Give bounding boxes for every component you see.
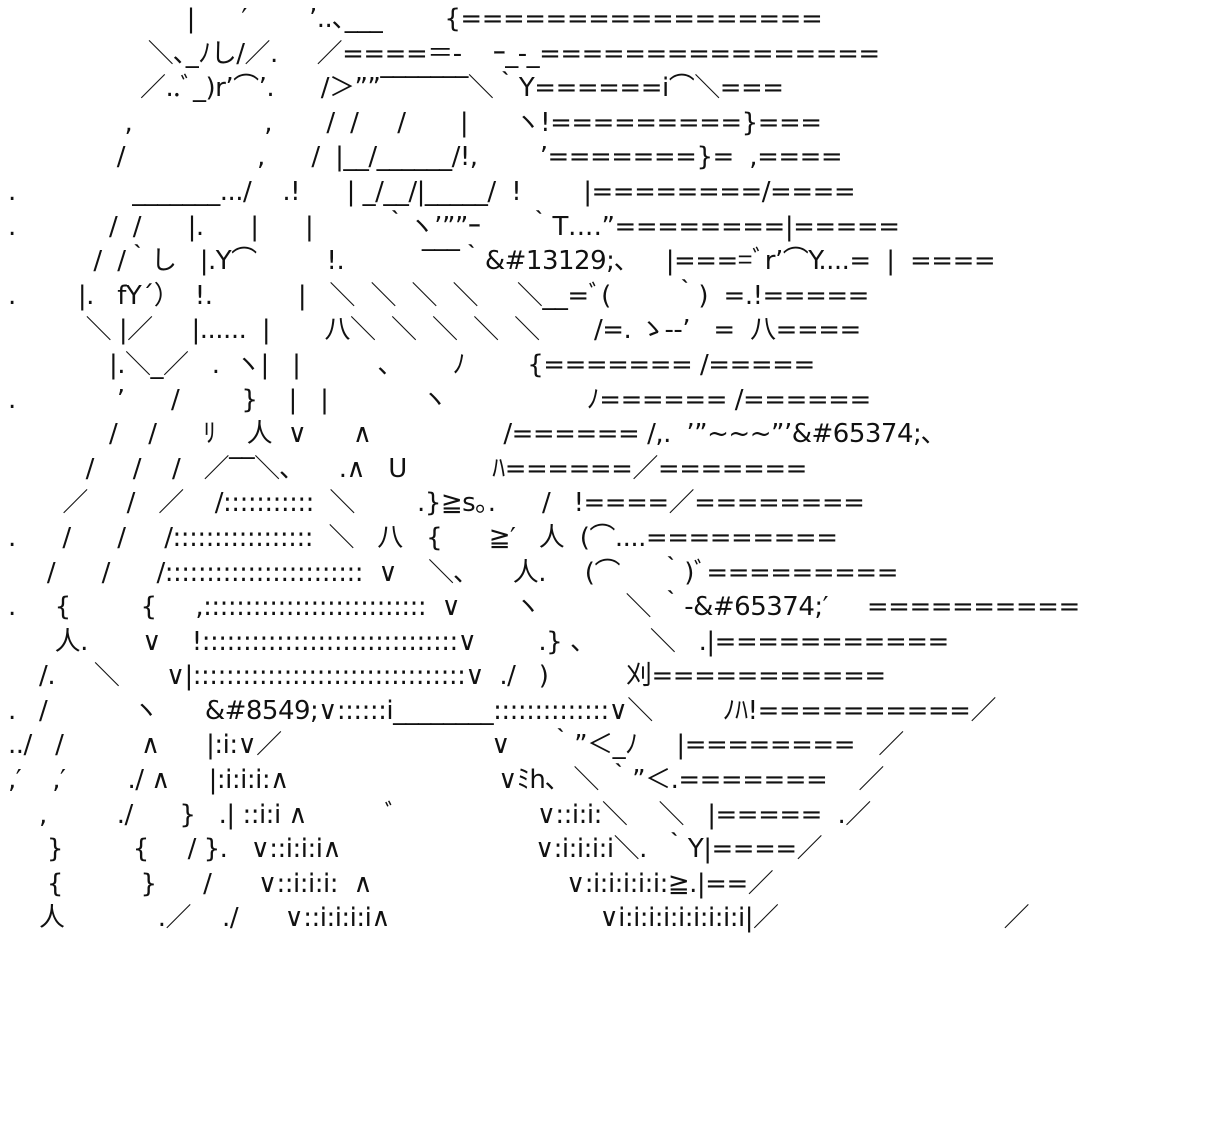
ascii-art-line: / / / ／‾‾＼､ .∧ U ﾊ======／======= [8, 453, 808, 484]
ascii-art-line: , ./ } .| ::i:i ∧ ﾞ ∨::i:i:＼ ＼ |===== .／ [8, 799, 871, 830]
ascii-art-line: } { / }. ∨::i:i:i∧ ∨:i:i:i:i＼. ｀Y|====／ [8, 834, 823, 865]
ascii-art-line: ,′ ,′ ./ ∧ |:i:i:i:∧ ∨ﾐh､ ＼ ｀”＜.======= … [8, 765, 884, 796]
ascii-art-line: . / ヽ &#8549;∨::::::i________:::::::::::… [8, 695, 996, 726]
ascii-art-line: ＼ |／ |...... | 八＼ ＼ ＼ ＼ ＼ /=. ゝ--’ = 八==… [8, 315, 862, 346]
ascii-art-line: / / /:::::::::::::::::::::::: ∨ ＼､ 人. (⌒… [8, 557, 899, 588]
ascii-art-line: . |. fY´） !. | ＼ ＼ ＼ ＼ ＼__=ﾞ( ｀) =.!====… [8, 280, 869, 311]
ascii-art-line: . / / /::::::::::::::::: ＼ 八 { ≧′ 人 (⌒..… [8, 522, 838, 553]
ascii-art-line: ／ / ／ /::::::::::: ＼ .}≧s｡. / !====／====… [8, 488, 865, 519]
ascii-art-line: , , / / / | ヽ!=========}=== [8, 107, 822, 138]
ascii-art-line: |.＼_／ . ヽ| | ､ ﾉ {======= /===== [8, 349, 815, 380]
ascii-art-line: . _______.../ .! | _/__/|_____/ ! |=====… [8, 176, 856, 207]
ascii-art-line: /. ＼ ∨|:::::::::::::::::::::::::::::::::… [8, 661, 886, 692]
ascii-art-line: 人 .／ ./ ∨::i:i:i:i∧ ∨i:i:i:i:i:i:i:i:i|／… [8, 903, 1030, 934]
ascii-art-line: . { { ,::::::::::::::::::::::::::: ∨ ヽ ＼… [8, 592, 1080, 623]
ascii-art-line: ＼､_ﾉし/／. ／====＝- ｰ_-_================ [8, 38, 880, 69]
ascii-art-line: / , / |__/______/!, ’=======}= ,==== [8, 142, 843, 173]
ascii-art-line: / /｀し |.Y⌒ !. ‾‾‾｀&#13129;､ |====ﾞr’⌒Y..… [8, 246, 996, 277]
ascii-art-line: ／..ﾞ_)r’⌒’. /＞””‾‾‾‾‾‾‾＼｀Y======i⌒＼=== [8, 73, 784, 104]
ascii-art-line: / / ﾘ 人 ∨ ∧ /====== /,. ’”~~~”’&#65374;､ [8, 419, 934, 450]
ascii-art-line: | ′ ’..､___ {================= [8, 4, 823, 34]
ascii-art-line: . / / |. | | ｀ヽ’””ｰ ｀T‥‥”========|===== [8, 211, 900, 242]
ascii-art-line: 人. ∨ !:::::::::::::::::::::::::::::::∨ .… [8, 626, 950, 657]
ascii-art-line: . ’ / } | | ヽ ﾉ====== /====== [8, 384, 871, 415]
ascii-art-line: ../ / ∧ |:i:∨／ ∨ ｀”＜_ﾉ |======== ／ [8, 730, 904, 761]
ascii-art-line: { } / ∨::i:i:i: ∧ ∨:i:i:i:i:i:≧.|==／ [8, 868, 774, 899]
ascii-art: | ′ ’..､___ {================= ＼､_ﾉし/／. … [8, 2, 1080, 936]
